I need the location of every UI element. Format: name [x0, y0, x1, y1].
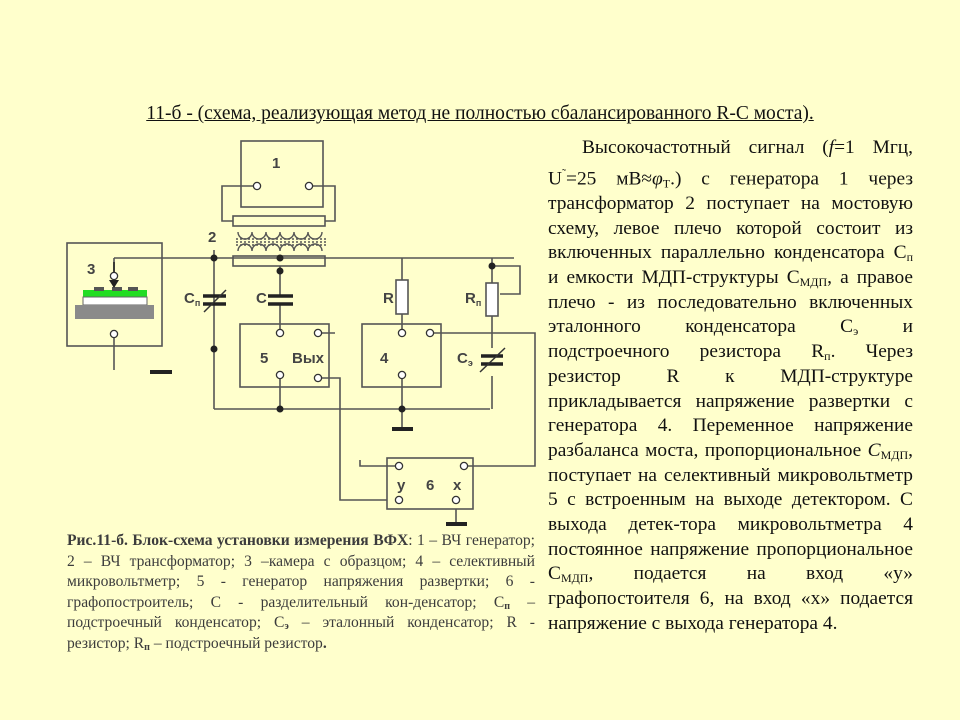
transformer-coils: [236, 231, 326, 252]
capacitor-cp: [203, 289, 227, 313]
label-input-y: у: [397, 477, 406, 494]
capacitor-ce: [479, 347, 506, 373]
generator-block: [240, 140, 324, 208]
label-r: R: [383, 290, 394, 307]
ground-symbols: [150, 370, 467, 526]
sweep-generator-block: [239, 323, 330, 388]
label-chamber-3: 3: [87, 261, 95, 278]
resistor-r: [395, 279, 409, 315]
label-block-4: 4: [380, 350, 389, 367]
label-block-5: 5: [260, 350, 268, 367]
circuit-wires: [113, 185, 536, 523]
description-text: Высокочастотный сигнал (f=1 Мгц, U˜=25 м…: [548, 136, 913, 637]
label-ce: Сэ: [457, 350, 473, 368]
transformer-upper: [232, 215, 326, 227]
label-block-6: 6: [426, 477, 434, 494]
resistor-rp: [485, 282, 499, 317]
label-transformer-2: 2: [208, 229, 216, 246]
label-rp: Rп: [465, 290, 481, 308]
label-c: С: [256, 290, 267, 307]
page-heading: 11-б - (схема, реализующая метод не полн…: [146, 103, 814, 124]
sample-structure: [75, 262, 154, 319]
capacitor-c: [268, 294, 293, 306]
description-paragraph: Высокочастотный сигнал (f=1 Мгц, U˜=25 м…: [548, 137, 913, 634]
terminals: [109, 181, 469, 505]
label-cp: Сп: [184, 290, 200, 308]
label-input-x: х: [453, 477, 462, 494]
label-output: Вых: [292, 350, 325, 367]
figure-caption: Рис.11-б. Блок-схема установки измерения…: [67, 532, 535, 653]
plotter-block: [386, 457, 474, 510]
junction-dots: [210, 254, 496, 413]
label-block-1: 1: [272, 155, 280, 172]
